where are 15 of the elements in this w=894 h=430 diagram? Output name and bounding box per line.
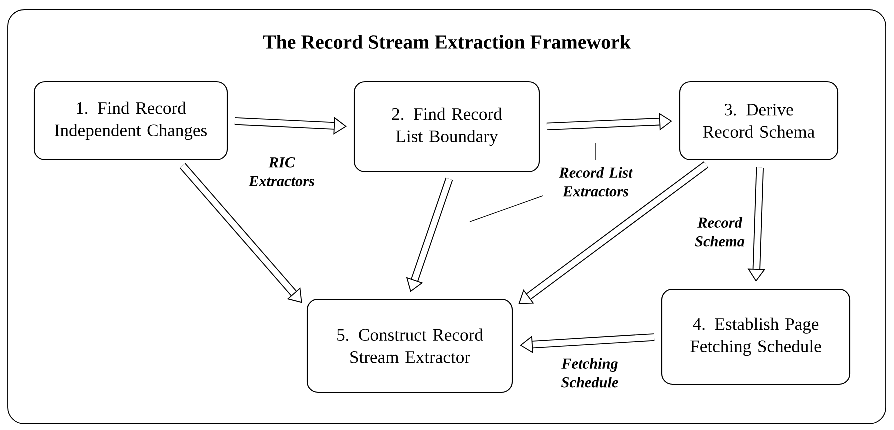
edge-label: RIC Extractors bbox=[248, 158, 315, 186]
arrow bbox=[520, 334, 655, 354]
edge-label: Record List Extractors bbox=[559, 167, 634, 197]
process-box: 5. Construct Record Stream Extractor bbox=[306, 298, 514, 394]
arrow bbox=[180, 163, 302, 304]
arrow bbox=[234, 117, 347, 135]
process-box: 2. Find Record List Boundary bbox=[354, 81, 540, 173]
process-box: 4. Establish Page Fetching Schedule bbox=[661, 288, 851, 386]
title: The Record Stream Extraction Framework bbox=[263, 35, 631, 49]
process-box: 1. Find Record Independent Changes bbox=[34, 81, 228, 161]
edge-label: Record Schema bbox=[695, 217, 745, 247]
process-box: 3. Derive Record Schema bbox=[679, 81, 839, 161]
arrow bbox=[518, 162, 709, 304]
edge-label: Fetching Schedule bbox=[562, 358, 618, 388]
arrow bbox=[546, 112, 672, 131]
